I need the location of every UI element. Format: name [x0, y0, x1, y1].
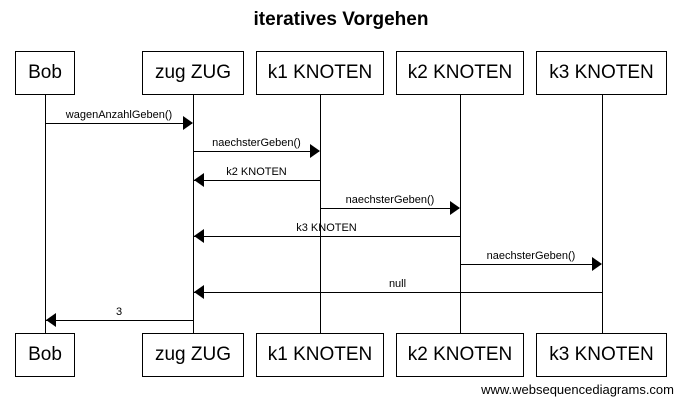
- message-arrow-line: [46, 320, 193, 321]
- message-arrow-line: [194, 236, 460, 237]
- arrowhead-right-icon: [592, 257, 602, 271]
- participant-top-zug-zug: zug ZUG: [142, 51, 244, 95]
- message-label: naechsterGeben(): [486, 250, 576, 262]
- lifeline-k3-knoten: [602, 95, 603, 333]
- participant-top-k1-knoten: k1 KNOTEN: [256, 51, 384, 95]
- message-arrow-line: [194, 180, 320, 181]
- message-label: k2 KNOTEN: [226, 166, 287, 178]
- participant-bottom-bob: Bob: [15, 333, 75, 377]
- message-arrow-line: [460, 264, 601, 265]
- message-label: wagenAnzahlGeben(): [65, 109, 173, 121]
- arrowhead-right-icon: [310, 144, 320, 158]
- arrowhead-left-icon: [194, 173, 204, 187]
- arrowhead-right-icon: [450, 201, 460, 215]
- message-arrow-line: [194, 292, 602, 293]
- arrowhead-left-icon: [194, 285, 204, 299]
- participant-bottom-k3-knoten: k3 KNOTEN: [536, 333, 667, 377]
- message-label: k3 KNOTEN: [296, 222, 357, 234]
- participant-bottom-k2-knoten: k2 KNOTEN: [396, 333, 524, 377]
- lifeline-zug-zug: [193, 95, 194, 333]
- arrowhead-right-icon: [183, 116, 193, 130]
- participant-bottom-zug-zug: zug ZUG: [142, 333, 244, 377]
- lifeline-k1-knoten: [320, 95, 321, 333]
- watermark: www.websequencediagrams.com: [481, 382, 674, 397]
- arrowhead-left-icon: [194, 229, 204, 243]
- message-arrow-line: [193, 151, 319, 152]
- participant-top-k3-knoten: k3 KNOTEN: [536, 51, 667, 95]
- lifeline-bob: [45, 95, 46, 333]
- message-label: 3: [115, 306, 123, 318]
- message-arrow-line: [320, 208, 459, 209]
- participant-top-bob: Bob: [15, 51, 75, 95]
- message-label: null: [388, 278, 407, 290]
- message-arrow-line: [45, 123, 192, 124]
- message-label: naechsterGeben(): [345, 194, 435, 206]
- arrowhead-left-icon: [46, 313, 56, 327]
- participant-top-k2-knoten: k2 KNOTEN: [396, 51, 524, 95]
- message-label: naechsterGeben(): [212, 137, 301, 149]
- participant-bottom-k1-knoten: k1 KNOTEN: [256, 333, 384, 377]
- diagram-title: iteratives Vorgehen: [253, 9, 429, 30]
- lifeline-k2-knoten: [460, 95, 461, 333]
